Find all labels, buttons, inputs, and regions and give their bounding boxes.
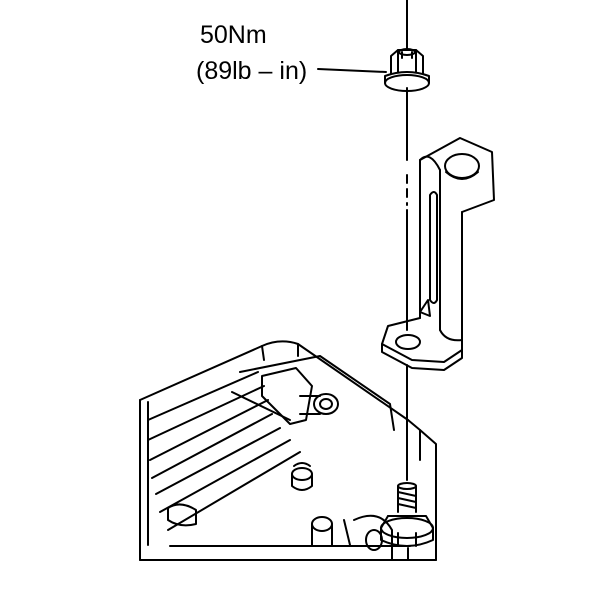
torque-leader-line <box>317 68 387 73</box>
flange-nut <box>384 48 430 92</box>
stud-with-nut <box>380 482 434 561</box>
torque-spec-imperial: (89lb – in) <box>196 57 308 85</box>
torque-spec-metric: 50Nm <box>200 21 267 49</box>
engine-cover <box>139 340 437 561</box>
mounting-bracket <box>381 137 495 371</box>
